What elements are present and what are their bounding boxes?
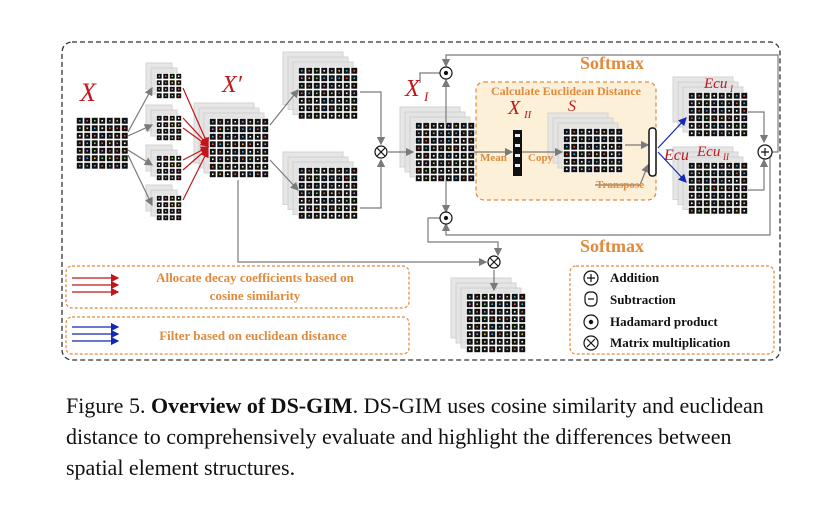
legend-blue-text: Filter based on euclidean distance (159, 328, 347, 343)
label-x: X (79, 78, 97, 107)
hadamard-symbol-top (439, 66, 453, 80)
arrow-bot-mm (360, 158, 386, 209)
svg-text:Ecu: Ecu (703, 76, 727, 92)
legend-subtraction: Subtraction (610, 292, 677, 307)
legend-addition: Addition (610, 270, 660, 285)
label-x-ii: X II (507, 97, 533, 121)
arrow-blue-2 (657, 151, 687, 183)
caption-label: Figure 5. (66, 393, 146, 418)
map-x (76, 117, 129, 170)
map-output (450, 277, 526, 353)
softmax-top-loop (441, 54, 779, 153)
arrow-xp-out (237, 180, 488, 267)
label-ecu-i: Ecu I (703, 76, 734, 94)
addition-symbol (757, 144, 773, 160)
hadamard-symbol-bottom (439, 211, 453, 225)
matmul-symbol-1 (374, 145, 388, 159)
subtraction-legend-icon (584, 291, 598, 307)
arrow-had2-out (427, 217, 503, 257)
svg-text:X: X (404, 76, 421, 102)
figure-caption: Figure 5. Overview of DS-GIM. DS-GIM use… (66, 390, 786, 483)
label-ecu: Ecu (663, 147, 689, 164)
feature-maps (76, 51, 748, 353)
matmul-legend-icon (583, 335, 599, 351)
operators (374, 66, 773, 269)
arrow-xp-bot (269, 159, 299, 191)
label-s: S (568, 98, 576, 115)
map-bottom (282, 151, 358, 220)
label-copy: Copy (528, 152, 554, 164)
hadamard-legend-icon (583, 314, 599, 330)
map-ecu-i (672, 76, 748, 137)
legend-red-text-1: Allocate decay coefficients based on (156, 270, 355, 285)
svg-text:I: I (423, 89, 429, 104)
label-x-prime: X′ (221, 72, 243, 98)
legend-hadamard: Hadamard product (610, 314, 718, 329)
arrow-x-b1 (127, 86, 153, 133)
map-top (282, 51, 358, 120)
map-s (547, 112, 623, 173)
label-x-i: X I (404, 76, 429, 104)
outer-frame (61, 41, 781, 361)
svg-text:X: X (507, 97, 521, 119)
legend-right: Addition Subtraction Hadamard product Ma… (569, 265, 775, 355)
calc-title: Calculate Euclidean Distance (491, 84, 642, 98)
arrow-x-b2 (127, 124, 154, 137)
arrow-red-3 (182, 127, 209, 147)
map-ecu-ii (672, 146, 748, 215)
label-softmax-bottom: Softmax (580, 236, 644, 256)
legend-red-text-2: cosine similarity (210, 288, 301, 303)
arrow-blue-1 (657, 117, 687, 149)
arrow-had1-out (419, 72, 440, 83)
map-x-prime (193, 102, 269, 178)
arrow-xp-top (269, 89, 299, 126)
svg-text:I: I (729, 84, 734, 94)
map-branch-2 (145, 104, 182, 141)
legend-blue-arrows (72, 322, 120, 346)
label-softmax-top: Softmax (580, 53, 644, 73)
legend-matmul: Matrix multiplication (610, 335, 731, 350)
map-branch-1 (145, 62, 182, 99)
arrow-top-mm (360, 91, 386, 146)
svg-text:Ecu: Ecu (696, 144, 720, 160)
matmul-symbol-2 (487, 255, 501, 269)
arrow-x-b4 (127, 154, 153, 207)
addition-legend-icon (583, 270, 599, 286)
legend-red-arrows (72, 273, 120, 297)
svg-text:II: II (523, 109, 533, 121)
caption-title: Overview of DS-GIM (150, 393, 353, 418)
arrow-red-6 (182, 148, 209, 201)
arrow-ecuii-add (748, 158, 769, 191)
label-transpose: Transpose (596, 179, 644, 191)
mean-column (513, 130, 522, 176)
caption-body: . DS-GIM uses cosine similarity and eucl… (66, 393, 764, 480)
label-mean: Mean (480, 152, 507, 164)
ds-gim-diagram: Calculate Euclidean Distance (61, 41, 781, 361)
arrow-ecui-add (748, 111, 769, 144)
map-x-i (399, 106, 475, 182)
concat-bracket (648, 127, 657, 177)
map-branch-4 (145, 184, 182, 221)
arrow-x-b3 (127, 149, 154, 166)
svg-text:II: II (722, 152, 730, 162)
map-branch-3 (145, 144, 182, 181)
legend-left: Allocate decay coefficients based on cos… (65, 265, 410, 355)
arrow-transpose (595, 163, 650, 186)
label-ecu-ii: Ecu II (696, 144, 730, 162)
arrow-red-1 (182, 87, 209, 147)
